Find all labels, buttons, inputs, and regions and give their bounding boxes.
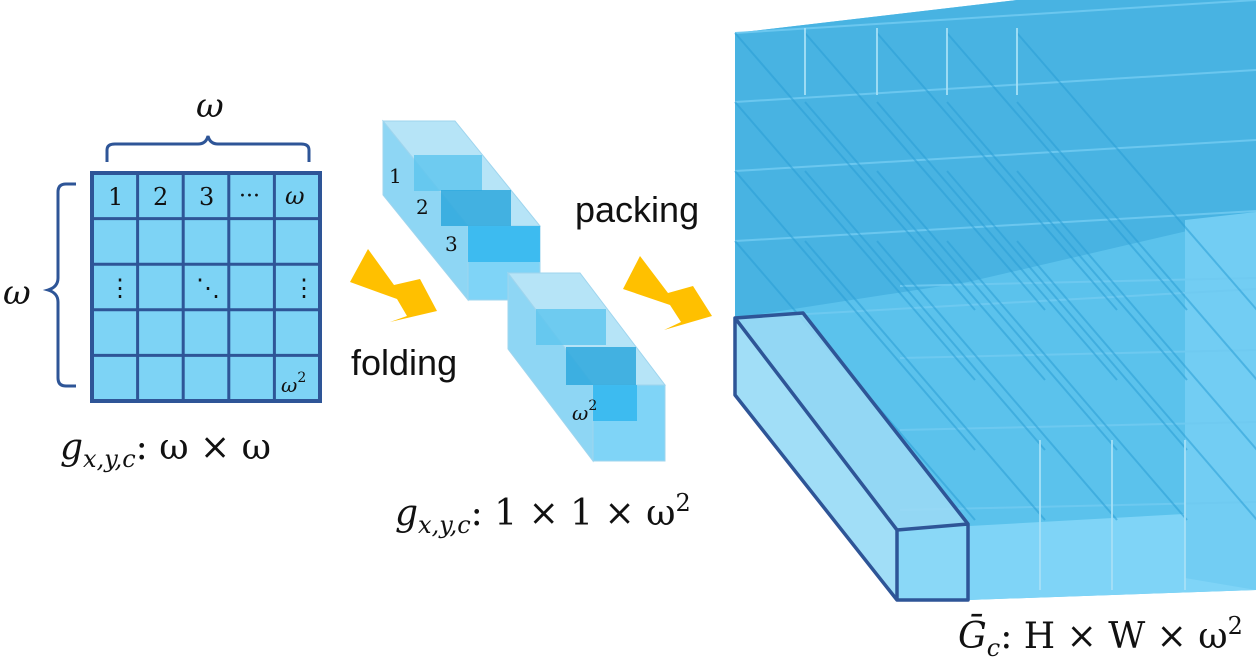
left-brace — [42, 182, 76, 388]
grid-vdots-left: ⋮ — [108, 274, 132, 302]
grid-left-omega: ω — [3, 273, 31, 313]
pack-row-line — [899, 349, 1256, 359]
highlighted-column-side — [735, 313, 968, 530]
packed-volume: Ḡc: H × W × ω2 — [733, 0, 1256, 662]
pack-row-line — [734, 69, 1256, 103]
highlighted-column-front — [897, 524, 968, 600]
folded-column: 1 2 3 ω2 gx,y,c: 1 × 1 × ω2 — [381, 119, 691, 539]
pack-diagonal-line — [804, 32, 1046, 311]
pack-diagonal-line — [734, 170, 976, 451]
grid-cell-2: 2 — [153, 183, 168, 211]
pack-row-line — [734, 139, 1256, 172]
fold-label-1: 1 — [389, 164, 402, 188]
packing-arrow — [623, 256, 712, 330]
fold-cell-2-face — [441, 190, 511, 226]
fold-cell-1-face — [414, 155, 482, 191]
pack-row-line — [899, 501, 1256, 511]
fold-caption: gx,y,c: 1 × 1 × ω2 — [395, 489, 691, 539]
packing-label: packing — [575, 189, 699, 230]
highlighted-column-outline — [733, 311, 970, 602]
pack-diagonal-line — [946, 170, 1188, 451]
packed-caption: Ḡc: H × W × ω2 — [958, 612, 1243, 662]
grid-cell-dots: ··· — [239, 184, 260, 209]
fold-cell-3-face — [468, 226, 540, 262]
pack-diagonal-line — [1016, 170, 1256, 451]
pack-row-line — [734, 288, 1256, 319]
grid-cell-3: 3 — [199, 183, 214, 211]
pack-diagonal-line — [804, 101, 1046, 381]
kernel-grid-panel: ω ω 1 2 3 ··· ω ⋮ ⋱ ⋮ ω2 gx,y,c: ω × ω — [3, 86, 322, 473]
fold-label-omega-squared: ω2 — [572, 398, 597, 425]
pack-diagonal-line — [876, 101, 1118, 381]
folding-arrow — [350, 249, 437, 322]
pack-row-line — [734, 0, 1256, 34]
pack-diagonal-line — [1016, 32, 1256, 311]
pack-diagonal-line — [876, 240, 1118, 521]
pack-diagonal-line — [804, 240, 1046, 521]
pack-diagonal-line — [876, 32, 1118, 311]
top-brace — [105, 135, 311, 162]
grid-top-omega: ω — [196, 86, 224, 126]
grid-border — [90, 171, 322, 403]
grid-lines — [92, 173, 320, 401]
pack-diagonal-line — [734, 32, 976, 311]
pack-diagonal-line — [946, 32, 1188, 311]
pack-diagonal-line — [804, 170, 1046, 451]
pack-diagonal-line — [946, 101, 1188, 381]
pack-diagonal-line — [734, 101, 976, 381]
pack-row-line — [899, 277, 1256, 287]
highlighted-column-side-left — [735, 318, 897, 600]
pack-row-line — [899, 421, 1256, 431]
fold-label-3: 3 — [445, 232, 458, 256]
grid-ddots: ⋱ — [196, 274, 220, 302]
pack-diagonal-line — [1016, 240, 1256, 521]
pack-diagonal-line — [1016, 101, 1256, 381]
grid-cell-omega-squared: ω2 — [281, 370, 306, 397]
grid-vdots-right: ⋮ — [292, 274, 316, 302]
folding-label: folding — [351, 342, 457, 383]
grid-cell-1: 1 — [108, 183, 123, 211]
pack-diagonal-line — [876, 170, 1118, 451]
fold-label-2: 2 — [416, 195, 429, 219]
grid-background — [92, 173, 320, 401]
grid-cell-omega: ω — [285, 182, 305, 210]
pack-diagonal-line — [946, 240, 1188, 521]
grid-caption: gx,y,c: ω × ω — [60, 427, 271, 473]
